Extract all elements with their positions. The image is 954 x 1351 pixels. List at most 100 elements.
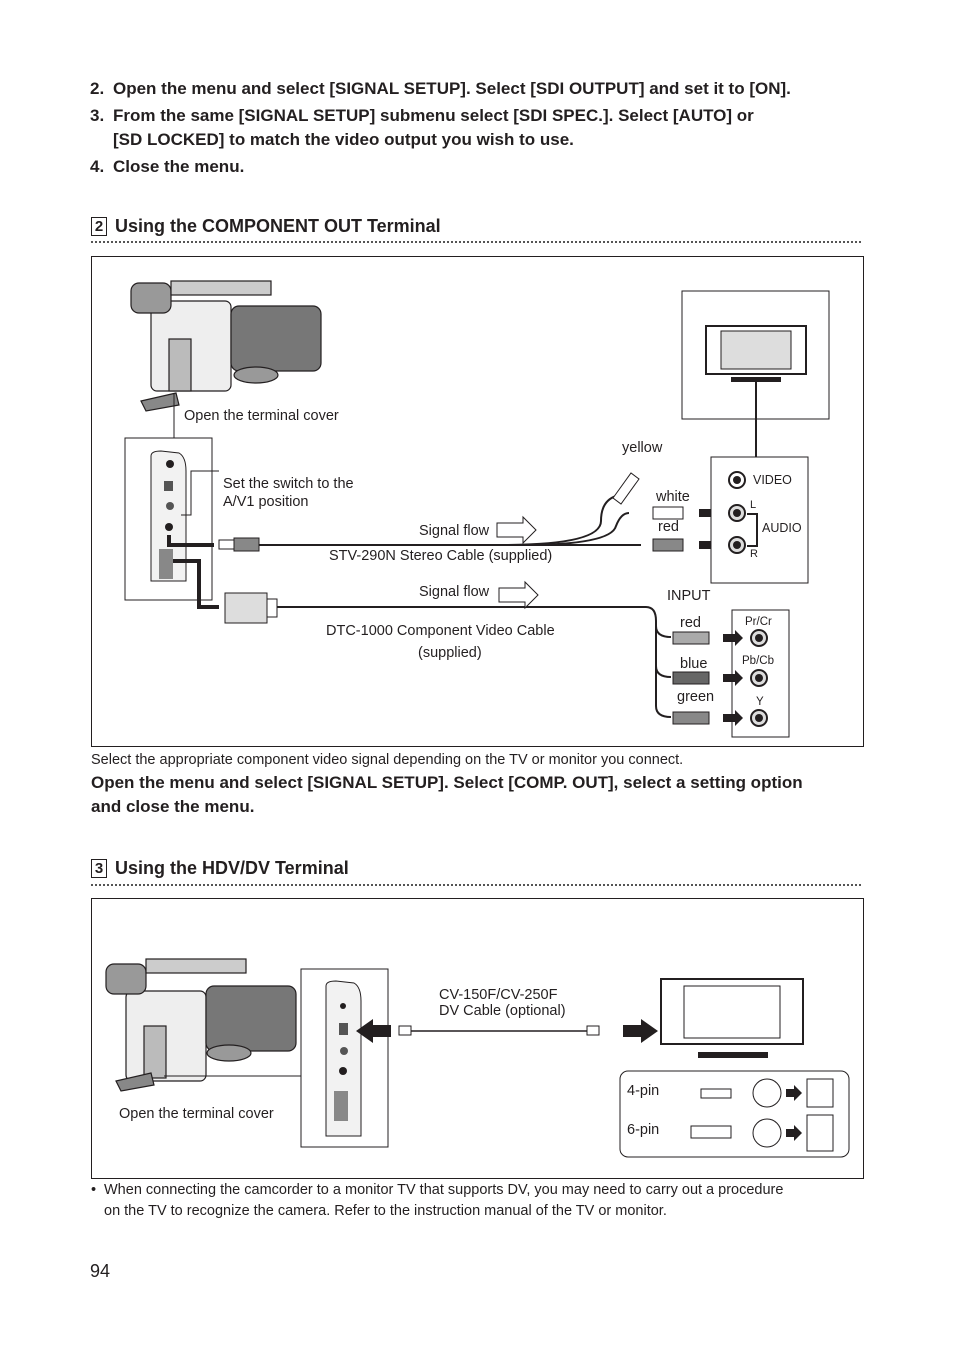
step-text: From the same [SIGNAL SETUP] submenu sel… bbox=[113, 106, 754, 125]
arrow-component bbox=[173, 559, 219, 609]
arrow-icon bbox=[723, 670, 743, 686]
component-instruction-2: and close the menu. bbox=[91, 797, 255, 816]
section-number: 2 bbox=[91, 217, 107, 236]
comp-green-label: green bbox=[677, 689, 714, 705]
signal-flow-arrow-icon bbox=[498, 580, 539, 610]
tv-input-panel bbox=[710, 456, 809, 584]
tv-screen bbox=[683, 985, 781, 1039]
section-heading-hdv: 3 Using the HDV/DV Terminal bbox=[91, 858, 349, 879]
arrow-icon bbox=[786, 1125, 802, 1141]
jack bbox=[166, 460, 174, 468]
audio-bracket bbox=[747, 513, 758, 547]
switch-leader bbox=[181, 470, 219, 516]
step-2: 2. Open the menu and select [SIGNAL SETU… bbox=[90, 77, 890, 101]
hdv-dv-port bbox=[339, 1023, 348, 1035]
blue-plug bbox=[672, 671, 710, 685]
component-caption: Select the appropriate component video s… bbox=[91, 752, 684, 768]
step-3: 3. From the same [SIGNAL SETUP] submenu … bbox=[90, 104, 890, 152]
red-label: red bbox=[658, 519, 679, 535]
tv-stand bbox=[698, 1052, 768, 1058]
6-pin-port-icon bbox=[806, 1114, 834, 1152]
arrow-icon bbox=[623, 1019, 658, 1043]
dv-plug bbox=[586, 1025, 600, 1036]
component-diagram-svg: Open the terminal cover Set the switch t… bbox=[124, 280, 830, 738]
av-plug-tip bbox=[218, 539, 235, 550]
bullet-icon: • bbox=[91, 1182, 97, 1198]
dv-cable-label-2: DV Cable (optional) bbox=[439, 1003, 566, 1019]
component-cable-label-1: DTC-1000 Component Video Cable bbox=[326, 623, 555, 639]
step-4: 4. Close the menu. bbox=[90, 155, 890, 179]
comp-blue-label: blue bbox=[680, 656, 707, 672]
divider bbox=[91, 241, 861, 243]
dv-note-2: on the TV to recognize the camera. Refer… bbox=[104, 1203, 667, 1219]
audio-label: AUDIO bbox=[762, 521, 802, 535]
signal-flow-label-1: Signal flow bbox=[419, 523, 490, 539]
divider bbox=[91, 884, 861, 886]
6-pin-label: 6-pin bbox=[627, 1122, 659, 1138]
section-heading-component: 2 Using the COMPONENT OUT Terminal bbox=[91, 216, 441, 237]
section-title: Using the HDV/DV Terminal bbox=[115, 858, 349, 878]
step-text-cont: [SD LOCKED] to match the video output yo… bbox=[113, 130, 574, 149]
tv-stand bbox=[731, 377, 781, 382]
arrow-icon bbox=[786, 1085, 802, 1101]
dv-plug bbox=[398, 1025, 412, 1036]
hdv-diagram-svg: Open the terminal cover CV-150F/CV-250F … bbox=[105, 958, 850, 1158]
camcorder-illustration bbox=[130, 280, 322, 412]
video-label: VIDEO bbox=[753, 473, 792, 487]
6-pin-connector-icon bbox=[752, 1118, 782, 1148]
4-pin-connector-icon bbox=[752, 1078, 782, 1108]
arrow-icon bbox=[723, 630, 743, 646]
page-number: 94 bbox=[90, 1261, 111, 1281]
arrow-icon bbox=[723, 710, 743, 726]
dv-cable-label-1: CV-150F/CV-250F bbox=[439, 987, 558, 1003]
pr-cr-label: Pr/Cr bbox=[745, 616, 772, 628]
signal-flow-arrow-icon bbox=[496, 515, 537, 545]
switch-label-2: A/V1 position bbox=[223, 494, 308, 510]
switch-label-1: Set the switch to the bbox=[223, 476, 354, 492]
component-instruction-1: Open the menu and select [SIGNAL SETUP].… bbox=[91, 773, 803, 792]
av-jack bbox=[165, 523, 173, 531]
red-plug bbox=[672, 631, 710, 645]
dv-note-1: When connecting the camcorder to a monit… bbox=[104, 1182, 784, 1198]
component-plug bbox=[224, 592, 268, 624]
white-label: white bbox=[655, 489, 690, 505]
pb-cb-label: Pb/Cb bbox=[742, 655, 774, 667]
step-number: 3. bbox=[90, 106, 105, 125]
component-input-panel bbox=[731, 609, 790, 738]
signal-flow-label-2: Signal flow bbox=[419, 584, 490, 600]
camcorder-illustration bbox=[105, 958, 297, 1092]
hdv-diagram: Open the terminal cover CV-150F/CV-250F … bbox=[91, 898, 864, 1179]
y-label: Y bbox=[756, 696, 764, 708]
component-cable bbox=[277, 606, 672, 718]
green-plug bbox=[672, 711, 710, 725]
4-pin-label: 4-pin bbox=[627, 1083, 659, 1099]
step-text: Close the menu. bbox=[113, 157, 245, 176]
terminal-panel bbox=[150, 450, 187, 582]
step-number: 4. bbox=[90, 157, 105, 176]
step-text: Open the menu and select [SIGNAL SETUP].… bbox=[113, 79, 791, 98]
step-number: 2. bbox=[90, 79, 105, 98]
yellow-wire bbox=[500, 495, 617, 546]
hdv-dv-port bbox=[164, 481, 173, 491]
section-number: 3 bbox=[91, 859, 107, 878]
white-plug bbox=[652, 506, 684, 520]
white-wire bbox=[520, 512, 630, 546]
headphone-jack bbox=[166, 502, 174, 510]
arrow-icon bbox=[356, 1019, 391, 1043]
stereo-cable-label: STV-290N Stereo Cable (supplied) bbox=[329, 548, 552, 564]
arrow-av bbox=[167, 535, 214, 547]
comp-red-label: red bbox=[680, 615, 701, 631]
yellow-plug bbox=[612, 472, 640, 505]
input-label: INPUT bbox=[667, 588, 711, 604]
component-cable-label-2: (supplied) bbox=[418, 645, 482, 661]
open-cover-label: Open the terminal cover bbox=[119, 1106, 274, 1122]
4-pin-plug bbox=[700, 1088, 732, 1099]
red-plug bbox=[652, 538, 684, 552]
av-plug bbox=[233, 537, 260, 552]
6-pin-plug bbox=[690, 1125, 732, 1139]
section-title: Using the COMPONENT OUT Terminal bbox=[115, 216, 441, 236]
component-port bbox=[159, 549, 173, 579]
component-diagram: Open the terminal cover Set the switch t… bbox=[91, 256, 864, 747]
open-cover-label: Open the terminal cover bbox=[184, 408, 339, 424]
4-pin-port-icon bbox=[806, 1078, 834, 1108]
